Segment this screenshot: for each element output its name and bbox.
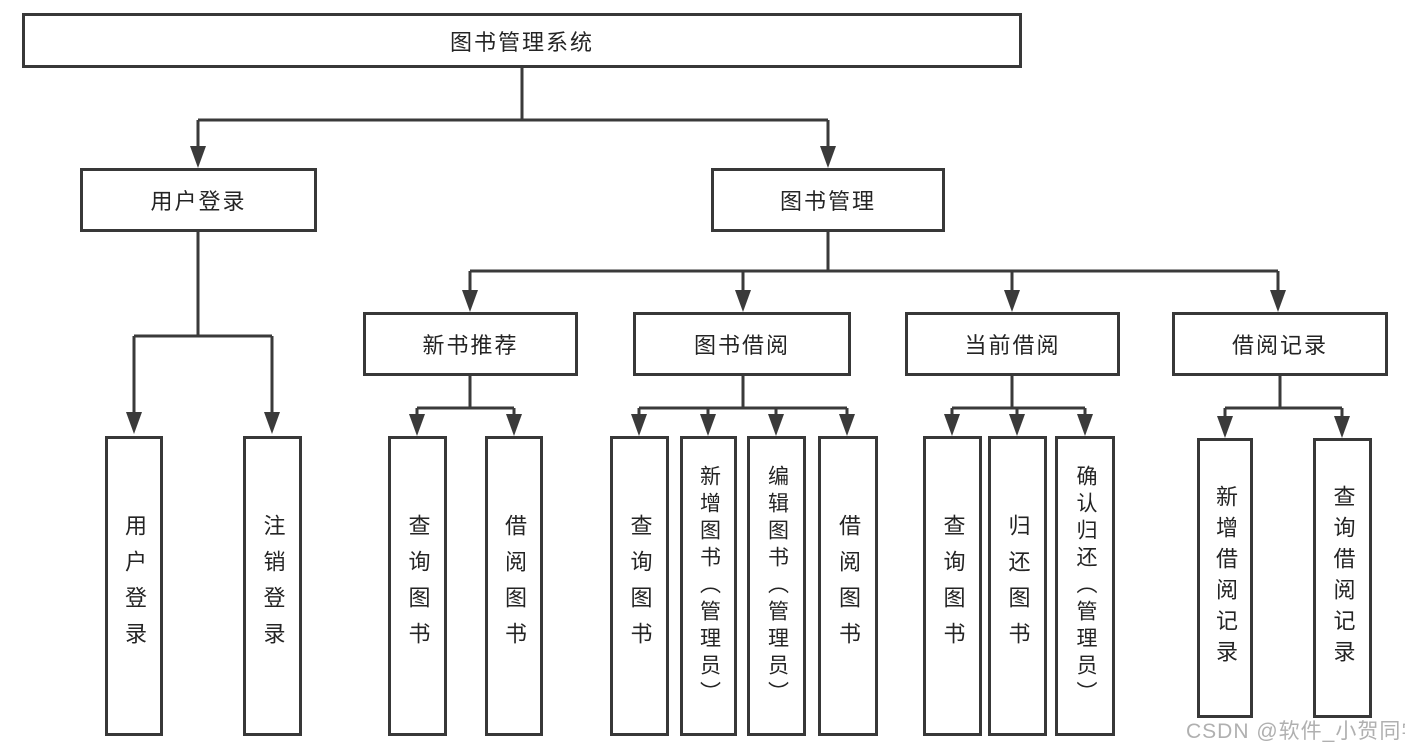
node-book-management: 图书管理 bbox=[711, 168, 945, 232]
leaf-return-books: 归还图书 bbox=[988, 436, 1047, 736]
leaf-logout-label: 注销登录 bbox=[260, 514, 286, 658]
connector-book-management-to-level3 bbox=[468, 232, 1280, 293]
node-user-login: 用户登录 bbox=[80, 168, 317, 232]
leaf-query-borrow-record: 查询借阅记录 bbox=[1313, 438, 1372, 718]
node-current-borrow-label: 当前借阅 bbox=[964, 333, 1061, 358]
node-borrow-records: 借阅记录 bbox=[1172, 312, 1388, 376]
connector-current-borrow-group bbox=[950, 376, 1087, 418]
leaf-borrow-books-label: 借阅图书 bbox=[836, 514, 861, 658]
csdn-watermark: CSDN @软件_小贺同学 bbox=[1186, 720, 1405, 743]
connector-book-borrow-group bbox=[637, 376, 849, 418]
connector-borrow-records-group bbox=[1223, 376, 1344, 420]
node-new-book-recommend-label: 新书推荐 bbox=[422, 333, 519, 358]
leaf-add-borrow-record-label: 新增借阅记录 bbox=[1213, 485, 1238, 671]
leaf-edit-books-admin-label: 编辑图书（管理员） bbox=[765, 464, 789, 708]
node-borrow-records-label: 借阅记录 bbox=[1231, 333, 1328, 358]
leaf-query-books-recommend: 查询图书 bbox=[388, 436, 447, 736]
leaf-query-books-borrow-label: 查询图书 bbox=[627, 514, 653, 658]
leaf-confirm-return-admin-label: 确认归还（管理员） bbox=[1074, 464, 1097, 708]
node-current-borrow: 当前借阅 bbox=[905, 312, 1120, 376]
leaf-borrow-books-recommend-label: 借阅图书 bbox=[502, 514, 527, 658]
leaf-query-books-current-label: 查询图书 bbox=[940, 514, 966, 658]
leaf-add-borrow-record: 新增借阅记录 bbox=[1197, 438, 1253, 718]
connector-user-login-group bbox=[132, 232, 274, 416]
connector-root-to-level2 bbox=[196, 68, 830, 150]
leaf-add-books-admin: 新增图书（管理员） bbox=[680, 436, 737, 736]
leaf-user-login-label: 用户登录 bbox=[122, 514, 147, 658]
leaf-return-books-label: 归还图书 bbox=[1005, 514, 1031, 658]
node-book-borrow: 图书借阅 bbox=[633, 312, 851, 376]
node-book-borrow-label: 图书借阅 bbox=[693, 333, 790, 358]
leaf-query-books-borrow: 查询图书 bbox=[610, 436, 669, 736]
leaf-add-books-admin-label: 新增图书（管理员） bbox=[697, 464, 721, 708]
leaf-query-books-recommend-label: 查询图书 bbox=[405, 514, 431, 658]
leaf-edit-books-admin: 编辑图书（管理员） bbox=[747, 436, 806, 736]
node-user-login-label: 用户登录 bbox=[150, 189, 247, 214]
connector-new-books-group bbox=[415, 376, 516, 418]
leaf-query-books-current: 查询图书 bbox=[923, 436, 982, 736]
arrowheads bbox=[126, 146, 1350, 438]
leaf-borrow-books: 借阅图书 bbox=[818, 436, 878, 736]
node-new-book-recommend: 新书推荐 bbox=[363, 312, 578, 376]
leaf-user-login: 用户登录 bbox=[105, 436, 163, 736]
leaf-borrow-books-recommend: 借阅图书 bbox=[485, 436, 543, 736]
leaf-logout: 注销登录 bbox=[243, 436, 302, 736]
leaf-confirm-return-admin: 确认归还（管理员） bbox=[1055, 436, 1115, 736]
node-root-label: 图书管理系统 bbox=[449, 29, 594, 55]
node-book-management-label: 图书管理 bbox=[779, 189, 876, 214]
node-root: 图书管理系统 bbox=[22, 13, 1022, 68]
leaf-query-borrow-record-label: 查询借阅记录 bbox=[1330, 485, 1356, 671]
